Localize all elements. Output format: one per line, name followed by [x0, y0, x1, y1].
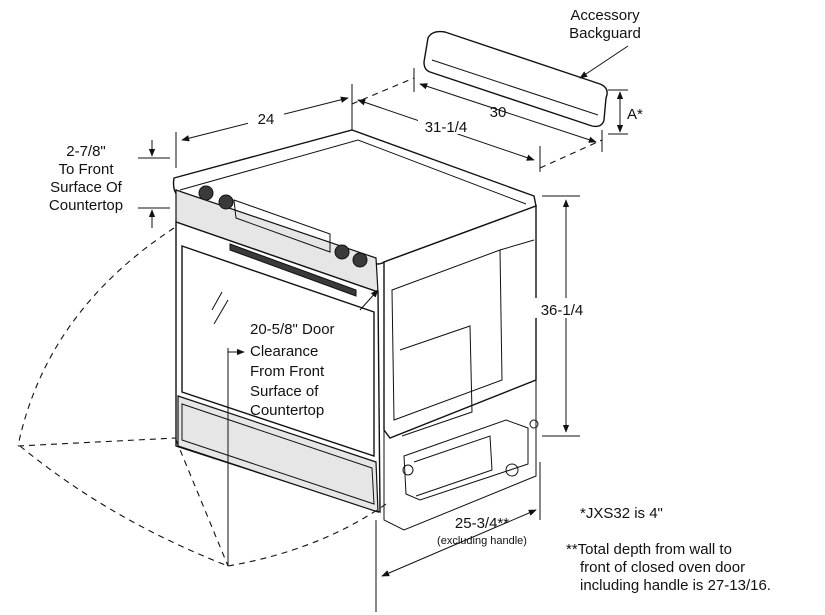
door-label-5: Countertop: [250, 402, 324, 419]
note-depth-1: **Total depth from wall to: [566, 541, 732, 558]
dim-door-clearance: [227, 289, 379, 566]
dim-24-label: 24: [258, 111, 275, 128]
door-label-3: From Front: [250, 363, 325, 380]
dim-36-1-4-label: 36-1/4: [541, 302, 584, 319]
dim-25-3-4: [375, 462, 541, 612]
countertop-label-4: Countertop: [49, 197, 123, 214]
note-depth-3: including handle is 27-13/16.: [580, 577, 771, 594]
door-swing-arc: [17, 227, 387, 567]
dim-30-label: 30: [490, 104, 507, 121]
door-label-4: Surface of: [250, 383, 319, 400]
range-body: [172, 129, 539, 531]
countertop-label-2: To Front: [58, 161, 114, 178]
backguard-label-2: Backguard: [569, 25, 641, 42]
countertop-label-1: 2-7/8": [66, 143, 106, 160]
countertop-label-3: Surface Of: [50, 179, 123, 196]
dim-31-1-4-label: 31-1/4: [425, 119, 468, 136]
accessory-backguard: [423, 30, 608, 128]
note-depth-2: front of closed oven door: [580, 559, 745, 576]
a-star-label: A*: [627, 106, 643, 123]
wall-dashed-lines: [351, 77, 603, 169]
backguard-arrow: [579, 45, 629, 79]
dim-25-3-4-label: 25-3/4**: [455, 515, 509, 532]
dim-a-star: [608, 89, 628, 135]
door-label-2: Clearance: [250, 343, 318, 360]
backguard-label-1: Accessory: [570, 7, 640, 24]
dim-2-7-8: [138, 140, 170, 228]
door-label-1: 20-5/8" Door: [250, 321, 335, 338]
note-jxs32: *JXS32 is 4": [580, 505, 663, 522]
excluding-handle-label: (excluding handle): [437, 535, 527, 547]
